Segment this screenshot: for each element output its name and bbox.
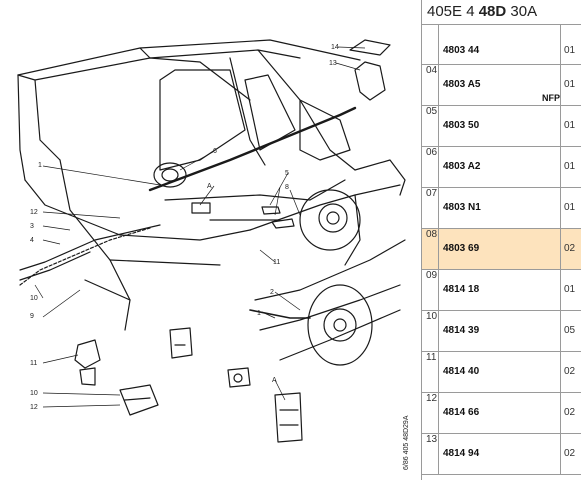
- qty-column: [560, 147, 581, 187]
- qty-column: [560, 434, 581, 474]
- part-quantity: 02: [564, 407, 576, 418]
- svg-text:12: 12: [30, 209, 38, 216]
- qty-column: [560, 229, 581, 269]
- part-quantity: 01: [564, 79, 576, 90]
- parts-row[interactable]: 13 4814 94 02: [422, 434, 581, 475]
- header-model: 405E 4: [427, 3, 479, 20]
- part-reference[interactable]: 4814 39: [443, 325, 480, 336]
- part-reference[interactable]: 4803 A2: [443, 161, 481, 172]
- row-index: 06: [422, 147, 439, 187]
- qty-column: [560, 106, 581, 146]
- svg-text:13: 13: [329, 60, 337, 67]
- exploded-view-drawing: 1 2 3 4 5 6 8 11 9 10 12 13 14 A 1 A 10 …: [17, 39, 410, 470]
- part-reference[interactable]: 4803 44: [443, 45, 480, 56]
- row-index: 05: [422, 106, 439, 146]
- row-index: 09: [422, 270, 439, 310]
- row-index: [422, 25, 439, 64]
- qty-column: [560, 393, 581, 433]
- svg-text:9: 9: [30, 313, 34, 320]
- parts-row[interactable]: 05 4803 50 01: [422, 106, 581, 147]
- parts-diagram: 1 2 3 4 5 6 8 11 9 10 12 13 14 A 1 A 10 …: [17, 39, 410, 470]
- part-reference[interactable]: 4803 69: [443, 243, 480, 254]
- qty-column: [560, 65, 581, 105]
- callout-labels: 1 2 3 4 5 6 8 11 9 10 12 13 14 A 1 A 10 …: [30, 44, 339, 411]
- part-reference[interactable]: 4803 N1: [443, 202, 481, 213]
- row-index: 04: [422, 65, 439, 105]
- parts-row[interactable]: 08 4803 69 02: [422, 229, 581, 270]
- part-reference[interactable]: 4803 A5: [443, 79, 481, 90]
- part-quantity: 02: [564, 366, 576, 377]
- qty-column: [560, 188, 581, 228]
- svg-text:2: 2: [270, 289, 274, 296]
- svg-text:10: 10: [30, 390, 38, 397]
- part-quantity: 01: [564, 284, 576, 295]
- svg-text:8: 8: [285, 184, 289, 191]
- part-reference[interactable]: 4814 40: [443, 366, 480, 377]
- part-reference[interactable]: 4803 50: [443, 120, 480, 131]
- part-reference[interactable]: 4814 94: [443, 448, 480, 459]
- row-index: 13: [422, 434, 439, 474]
- drawing-code: 6/86 405 48D29A: [403, 415, 410, 470]
- svg-text:11: 11: [273, 259, 280, 266]
- part-quantity: 01: [564, 161, 576, 172]
- svg-text:1: 1: [38, 162, 42, 169]
- parts-row[interactable]: 09 4814 18 01: [422, 270, 581, 311]
- svg-text:12: 12: [30, 404, 38, 411]
- qty-column: [560, 352, 581, 392]
- row-index: 07: [422, 188, 439, 228]
- svg-text:14: 14: [331, 44, 339, 51]
- parts-row[interactable]: 10 4814 39 05: [422, 311, 581, 352]
- row-index: 10: [422, 311, 439, 351]
- parts-row[interactable]: 12 4814 66 02: [422, 393, 581, 434]
- qty-column: [560, 311, 581, 351]
- qty-column: [560, 25, 581, 64]
- row-index: 11: [422, 352, 439, 392]
- part-quantity: 02: [564, 243, 576, 254]
- parts-row[interactable]: 11 4814 40 02: [422, 352, 581, 393]
- panel-header: 405E 4 48D 30A: [422, 0, 581, 25]
- svg-text:6: 6: [213, 148, 217, 155]
- part-quantity: 05: [564, 325, 576, 336]
- svg-text:4: 4: [30, 237, 34, 244]
- svg-text:1: 1: [257, 310, 261, 317]
- part-reference[interactable]: 4814 18: [443, 284, 480, 295]
- svg-text:10: 10: [30, 295, 38, 302]
- row-index: 12: [422, 393, 439, 433]
- part-quantity: 01: [564, 45, 576, 56]
- part-quantity: 01: [564, 202, 576, 213]
- svg-text:5: 5: [285, 170, 289, 177]
- parts-row[interactable]: 07 4803 N1 01: [422, 188, 581, 229]
- parts-row[interactable]: 06 4803 A2 01: [422, 147, 581, 188]
- svg-text:A: A: [272, 377, 277, 384]
- part-quantity: 01: [564, 120, 576, 131]
- parts-row[interactable]: 4803 44 01: [422, 25, 581, 65]
- part-note: NFP: [542, 93, 560, 103]
- qty-column: [560, 270, 581, 310]
- svg-text:11: 11: [30, 360, 37, 367]
- header-group: 48D: [478, 3, 507, 20]
- header-suffix: 30A: [506, 3, 538, 20]
- part-quantity: 02: [564, 448, 576, 459]
- row-index: 08: [422, 229, 439, 269]
- svg-text:A: A: [207, 183, 212, 190]
- svg-text:3: 3: [30, 223, 34, 230]
- parts-row[interactable]: 04 4803 A5 NFP 01: [422, 65, 581, 106]
- part-reference[interactable]: 4814 66: [443, 407, 480, 418]
